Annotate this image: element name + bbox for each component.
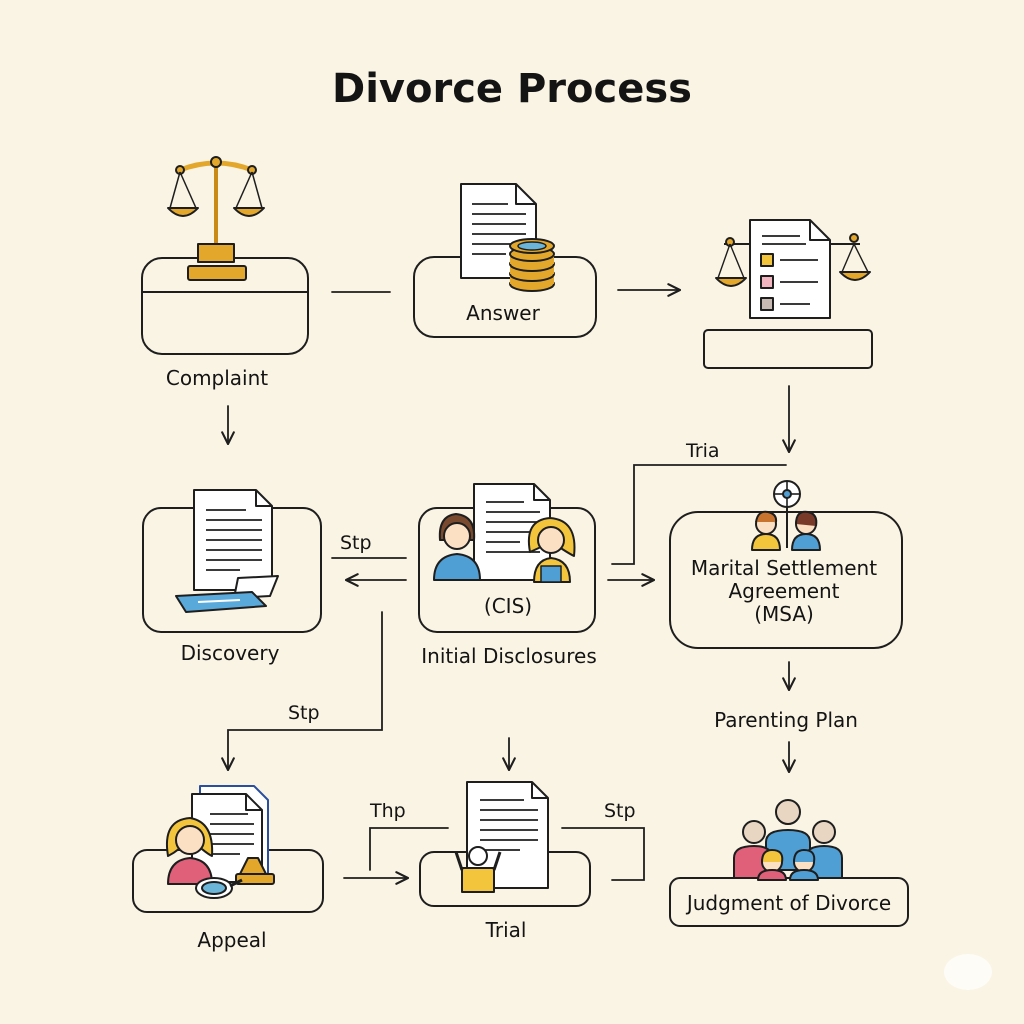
family-icon [733,799,843,881]
document-keyboard-icon [175,489,279,613]
scales-of-justice-icon [167,156,265,281]
msa-line-2: Agreement [728,579,840,603]
connector-label-stp-discovery: Stp [340,532,372,554]
connector-label-thp: Thp [370,800,406,822]
step-label-initial-disclosures: Initial Disclosures [421,644,597,668]
step-label-cis: (CIS) [483,594,533,618]
connector-label-stp-trial: Stp [604,800,636,822]
connector-thp [369,827,449,871]
step-label-complaint: Complaint [165,366,269,390]
people-gear-icon [751,480,821,551]
connector-tria [611,464,787,565]
document-person-icon [454,781,549,893]
person-documents-gavel-icon [166,785,275,899]
step-label-msa: Marital Settlement Agreement (MSA) [686,557,882,626]
step-label-appeal: Appeal [197,928,267,952]
step-label-answer: Answer [466,301,540,325]
two-people-document-icon [433,483,576,583]
step-label-trial: Trial [485,918,527,942]
step-label-parenting-plan: Parenting Plan [714,708,858,732]
diagram-title: Divorce Process [332,66,692,112]
connector-label-tria: Tria [686,440,720,462]
step-label-discovery: Discovery [180,641,280,665]
connector-stp-trial [561,827,645,881]
watermark-badge [944,954,992,990]
checklist-scales-icon [715,219,871,319]
msa-line-1: Marital Settlement [690,556,878,580]
step-label-judgment: Judgment of Divorce [686,891,892,915]
document-coins-icon [460,183,555,292]
judgment-box [669,877,909,927]
msa-line-3: (MSA) [754,602,814,626]
review-box [703,329,873,369]
arrow-disclosures-appeal [221,611,383,772]
connector-label-stp-appeal: Stp [288,702,320,724]
